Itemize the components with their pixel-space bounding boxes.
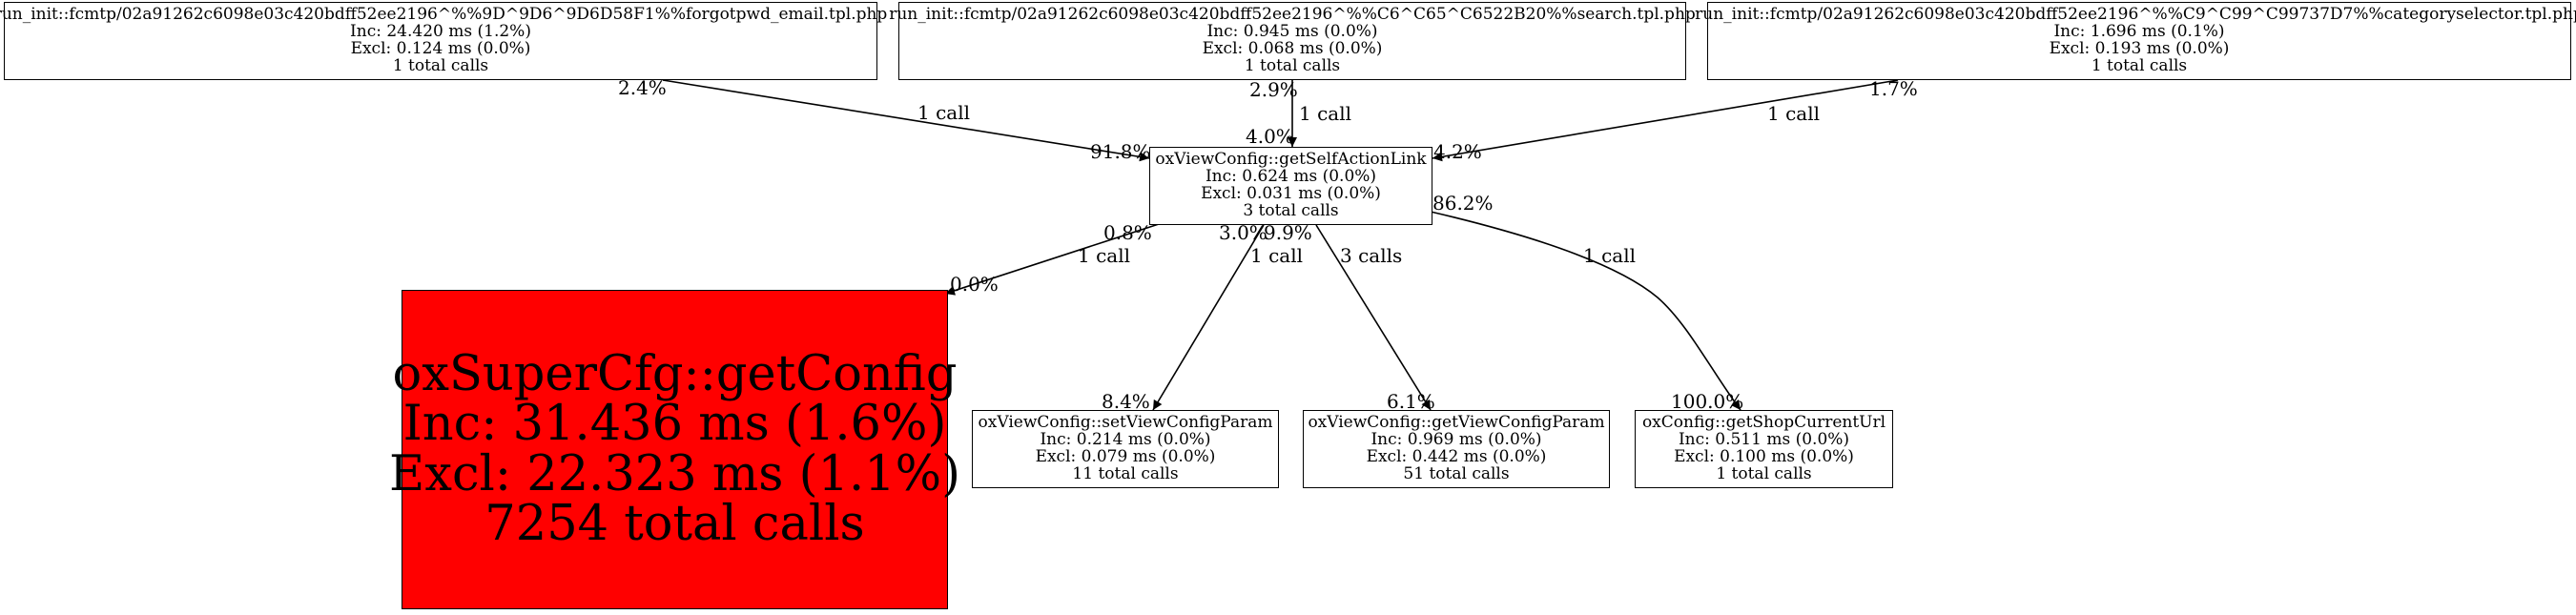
node-inc: Inc: 0.624 ms (0.0%) (1205, 167, 1377, 187)
edge-label-head: 6.1% (1387, 390, 1435, 413)
edge-label-calls: 1 call (1299, 102, 1351, 125)
node-calls: 1 total calls (1244, 55, 1341, 75)
node-inc: Inc: 24.420 ms (1.2%) (350, 22, 531, 42)
node-inc: Inc: 31.436 ms (1.6%) (402, 396, 947, 453)
node-name: oxViewConfig::getSelfActionLink (1155, 150, 1427, 170)
node-calls: 1 total calls (392, 55, 489, 75)
node-inc: Inc: 0.945 ms (0.0%) (1206, 22, 1378, 42)
edge-label-tail: 2.9% (1249, 78, 1298, 101)
edge-label-head: 91.8% (1090, 140, 1151, 163)
edge-label-calls: 1 call (1767, 102, 1820, 125)
node-excl: Excl: 0.124 ms (0.0%) (350, 39, 531, 58)
edge-label-head: 0.0% (950, 273, 999, 296)
node-getviewconfigparam[interactable]: oxViewConfig::getViewConfigParam Inc: 0.… (1303, 410, 1610, 488)
node-calls: 1 total calls (2091, 55, 2188, 75)
edge-label-tail: 0.8% (1103, 221, 1152, 244)
node-excl: Excl: 0.193 ms (0.0%) (2049, 39, 2230, 58)
edge-selfactionlink-to-setviewconfigparam (1152, 224, 1265, 411)
node-calls: 1 total calls (1716, 463, 1812, 483)
edge-label-tail: 9.9% (1264, 221, 1312, 244)
node-calls: 11 total calls (1072, 463, 1179, 483)
node-excl: Excl: 0.100 ms (0.0%) (1674, 447, 1854, 466)
edge-label-head: 8.4% (1102, 390, 1150, 413)
node-getconfig[interactable]: oxSuperCfg::getConfig Inc: 31.436 ms (1.… (389, 290, 960, 609)
edge-forgotpwd-to-selfactionlink (662, 79, 1150, 162)
node-search[interactable]: run_init::fcmtp/02a91262c6098e03c420bdff… (889, 2, 1696, 80)
edge-label-tail: 86.2% (1432, 192, 1494, 215)
edge-label-calls: 1 call (1078, 244, 1130, 267)
node-categoryselector[interactable]: run_init::fcmtp/02a91262c6098e03c420bdff… (1695, 2, 2576, 80)
node-inc: Inc: 0.969 ms (0.0%) (1370, 430, 1542, 450)
edge-label-tail: 2.4% (618, 76, 667, 99)
edge-label-calls: 1 call (1583, 244, 1636, 267)
node-name: oxViewConfig::getViewConfigParam (1308, 413, 1605, 433)
node-inc: Inc: 0.511 ms (0.0%) (1678, 430, 1850, 450)
node-name: run_init::fcmtp/02a91262c6098e03c420bdff… (1695, 5, 2576, 25)
node-getshopcurrenturl[interactable]: oxConfig::getShopCurrentUrl Inc: 0.511 m… (1635, 410, 1893, 488)
node-name: run_init::fcmtp/02a91262c6098e03c420bdff… (889, 5, 1696, 25)
edge-category-to-selfactionlink (1432, 79, 1899, 162)
edge-label-calls: 1 call (1250, 244, 1303, 267)
edge-label-calls: 3 calls (1340, 244, 1403, 267)
node-excl: Excl: 0.442 ms (0.0%) (1366, 447, 1547, 466)
node-inc: Inc: 0.214 ms (0.0%) (1040, 430, 1211, 450)
edge-label-head: 4.0% (1246, 125, 1294, 148)
node-calls: 51 total calls (1403, 463, 1510, 483)
edge-selfactionlink-to-getviewconfigparam (1315, 224, 1432, 411)
node-inc: Inc: 1.696 ms (0.1%) (2053, 22, 2225, 42)
node-name: oxConfig::getShopCurrentUrl (1641, 413, 1886, 433)
node-calls: 7254 total calls (484, 495, 865, 552)
node-excl: Excl: 0.068 ms (0.0%) (1202, 39, 1383, 58)
node-excl: Excl: 0.079 ms (0.0%) (1035, 447, 1216, 466)
edge-label-head: 4.2% (1433, 140, 1482, 163)
node-excl: Excl: 0.031 ms (0.0%) (1201, 184, 1381, 203)
node-calls: 3 total calls (1243, 200, 1339, 220)
node-name: run_init::fcmtp/02a91262c6098e03c420bdff… (0, 5, 888, 25)
edge-label-calls: 1 call (917, 101, 970, 124)
edge-label-head: 100.0% (1671, 390, 1744, 413)
edge-selfactionlink-to-shopcurrenturl (1430, 211, 1741, 411)
node-excl: Excl: 22.323 ms (1.1%) (388, 445, 961, 502)
node-setviewconfigparam[interactable]: oxViewConfig::setViewConfigParam Inc: 0.… (972, 410, 1279, 488)
edge-label-tail: 1.7% (1869, 77, 1918, 100)
node-forgotpwd-email[interactable]: run_init::fcmtp/02a91262c6098e03c420bdff… (0, 2, 887, 80)
node-name: oxSuperCfg::getConfig (392, 346, 958, 403)
node-getselfactionlink[interactable]: oxViewConfig::getSelfActionLink Inc: 0.6… (1149, 147, 1432, 225)
node-name: oxViewConfig::setViewConfigParam (978, 413, 1273, 433)
edge-selfactionlink-to-getconfig (944, 223, 1160, 296)
edge-label-tail: 3.0% (1219, 221, 1267, 244)
